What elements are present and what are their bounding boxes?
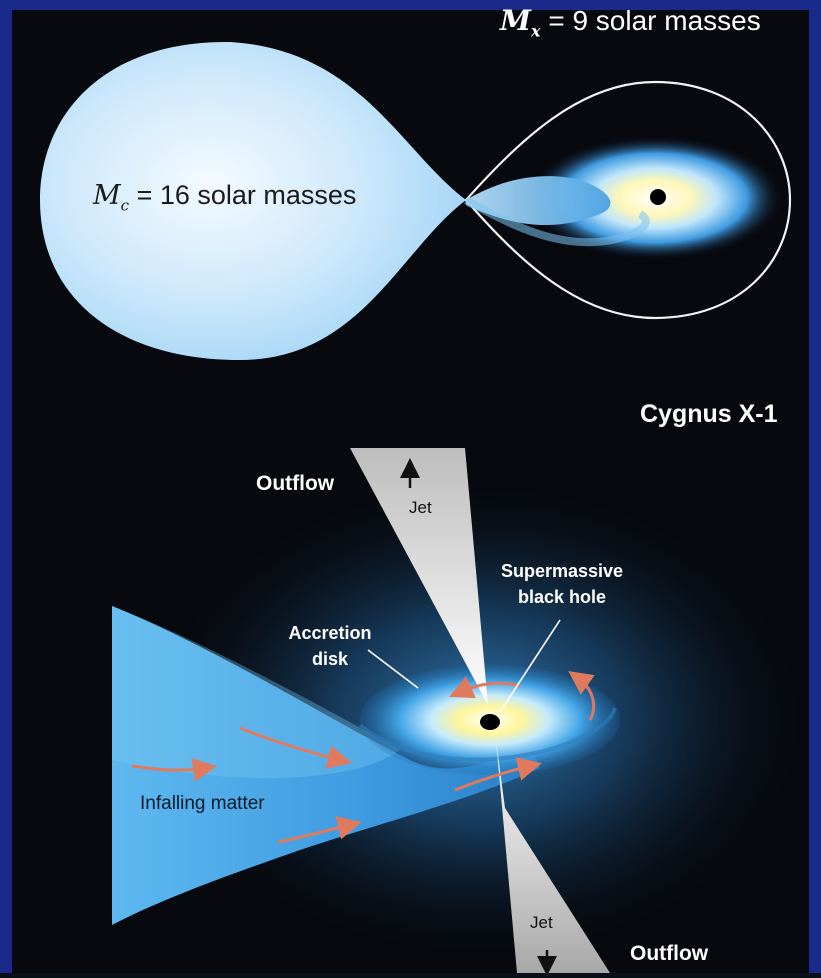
jet-bottom-label: Jet <box>530 913 553 932</box>
outflow-bottom-label: Outflow <box>630 942 709 965</box>
mx-symbol: M <box>500 4 531 37</box>
mx-subscript: x <box>531 21 541 41</box>
mass-transfer-stream <box>466 176 611 226</box>
compact-object <box>650 189 666 205</box>
roche-lobe-outline <box>464 80 792 320</box>
blackhole-leader-line <box>499 619 561 713</box>
mc-label: Mc = 16 solar masses <box>93 180 356 214</box>
jet-top-label: Jet <box>409 498 432 517</box>
mc-text: = 16 solar masses <box>129 180 357 210</box>
jet-lower <box>496 740 610 973</box>
mc-symbol: M <box>93 180 121 211</box>
supermassive-line1: Supermassive <box>500 561 624 581</box>
jet-upper <box>350 448 488 705</box>
flow-arrows <box>131 671 595 844</box>
infalling-label: Infalling matter <box>140 793 265 814</box>
accretion-line1: Accretion <box>288 623 372 643</box>
supermassive-line2: black hole <box>517 587 607 607</box>
binary-system-illustration <box>40 41 792 361</box>
mx-text: = 9 solar masses <box>540 5 761 36</box>
companion-star <box>40 41 466 361</box>
accretion-line2: disk <box>311 649 349 669</box>
black-hole <box>480 714 500 730</box>
outflow-top-label: Outflow <box>256 472 335 495</box>
accretion-illustration <box>112 448 810 976</box>
mc-subscript: c <box>120 196 130 215</box>
system-name: Cygnus X-1 <box>640 400 778 428</box>
accretion-label: Accretion disk <box>270 620 390 672</box>
mx-label: Mx = 9 solar masses <box>500 4 761 41</box>
supermassive-label: Supermassive black hole <box>492 558 632 610</box>
accretion-leader-line <box>367 649 419 689</box>
